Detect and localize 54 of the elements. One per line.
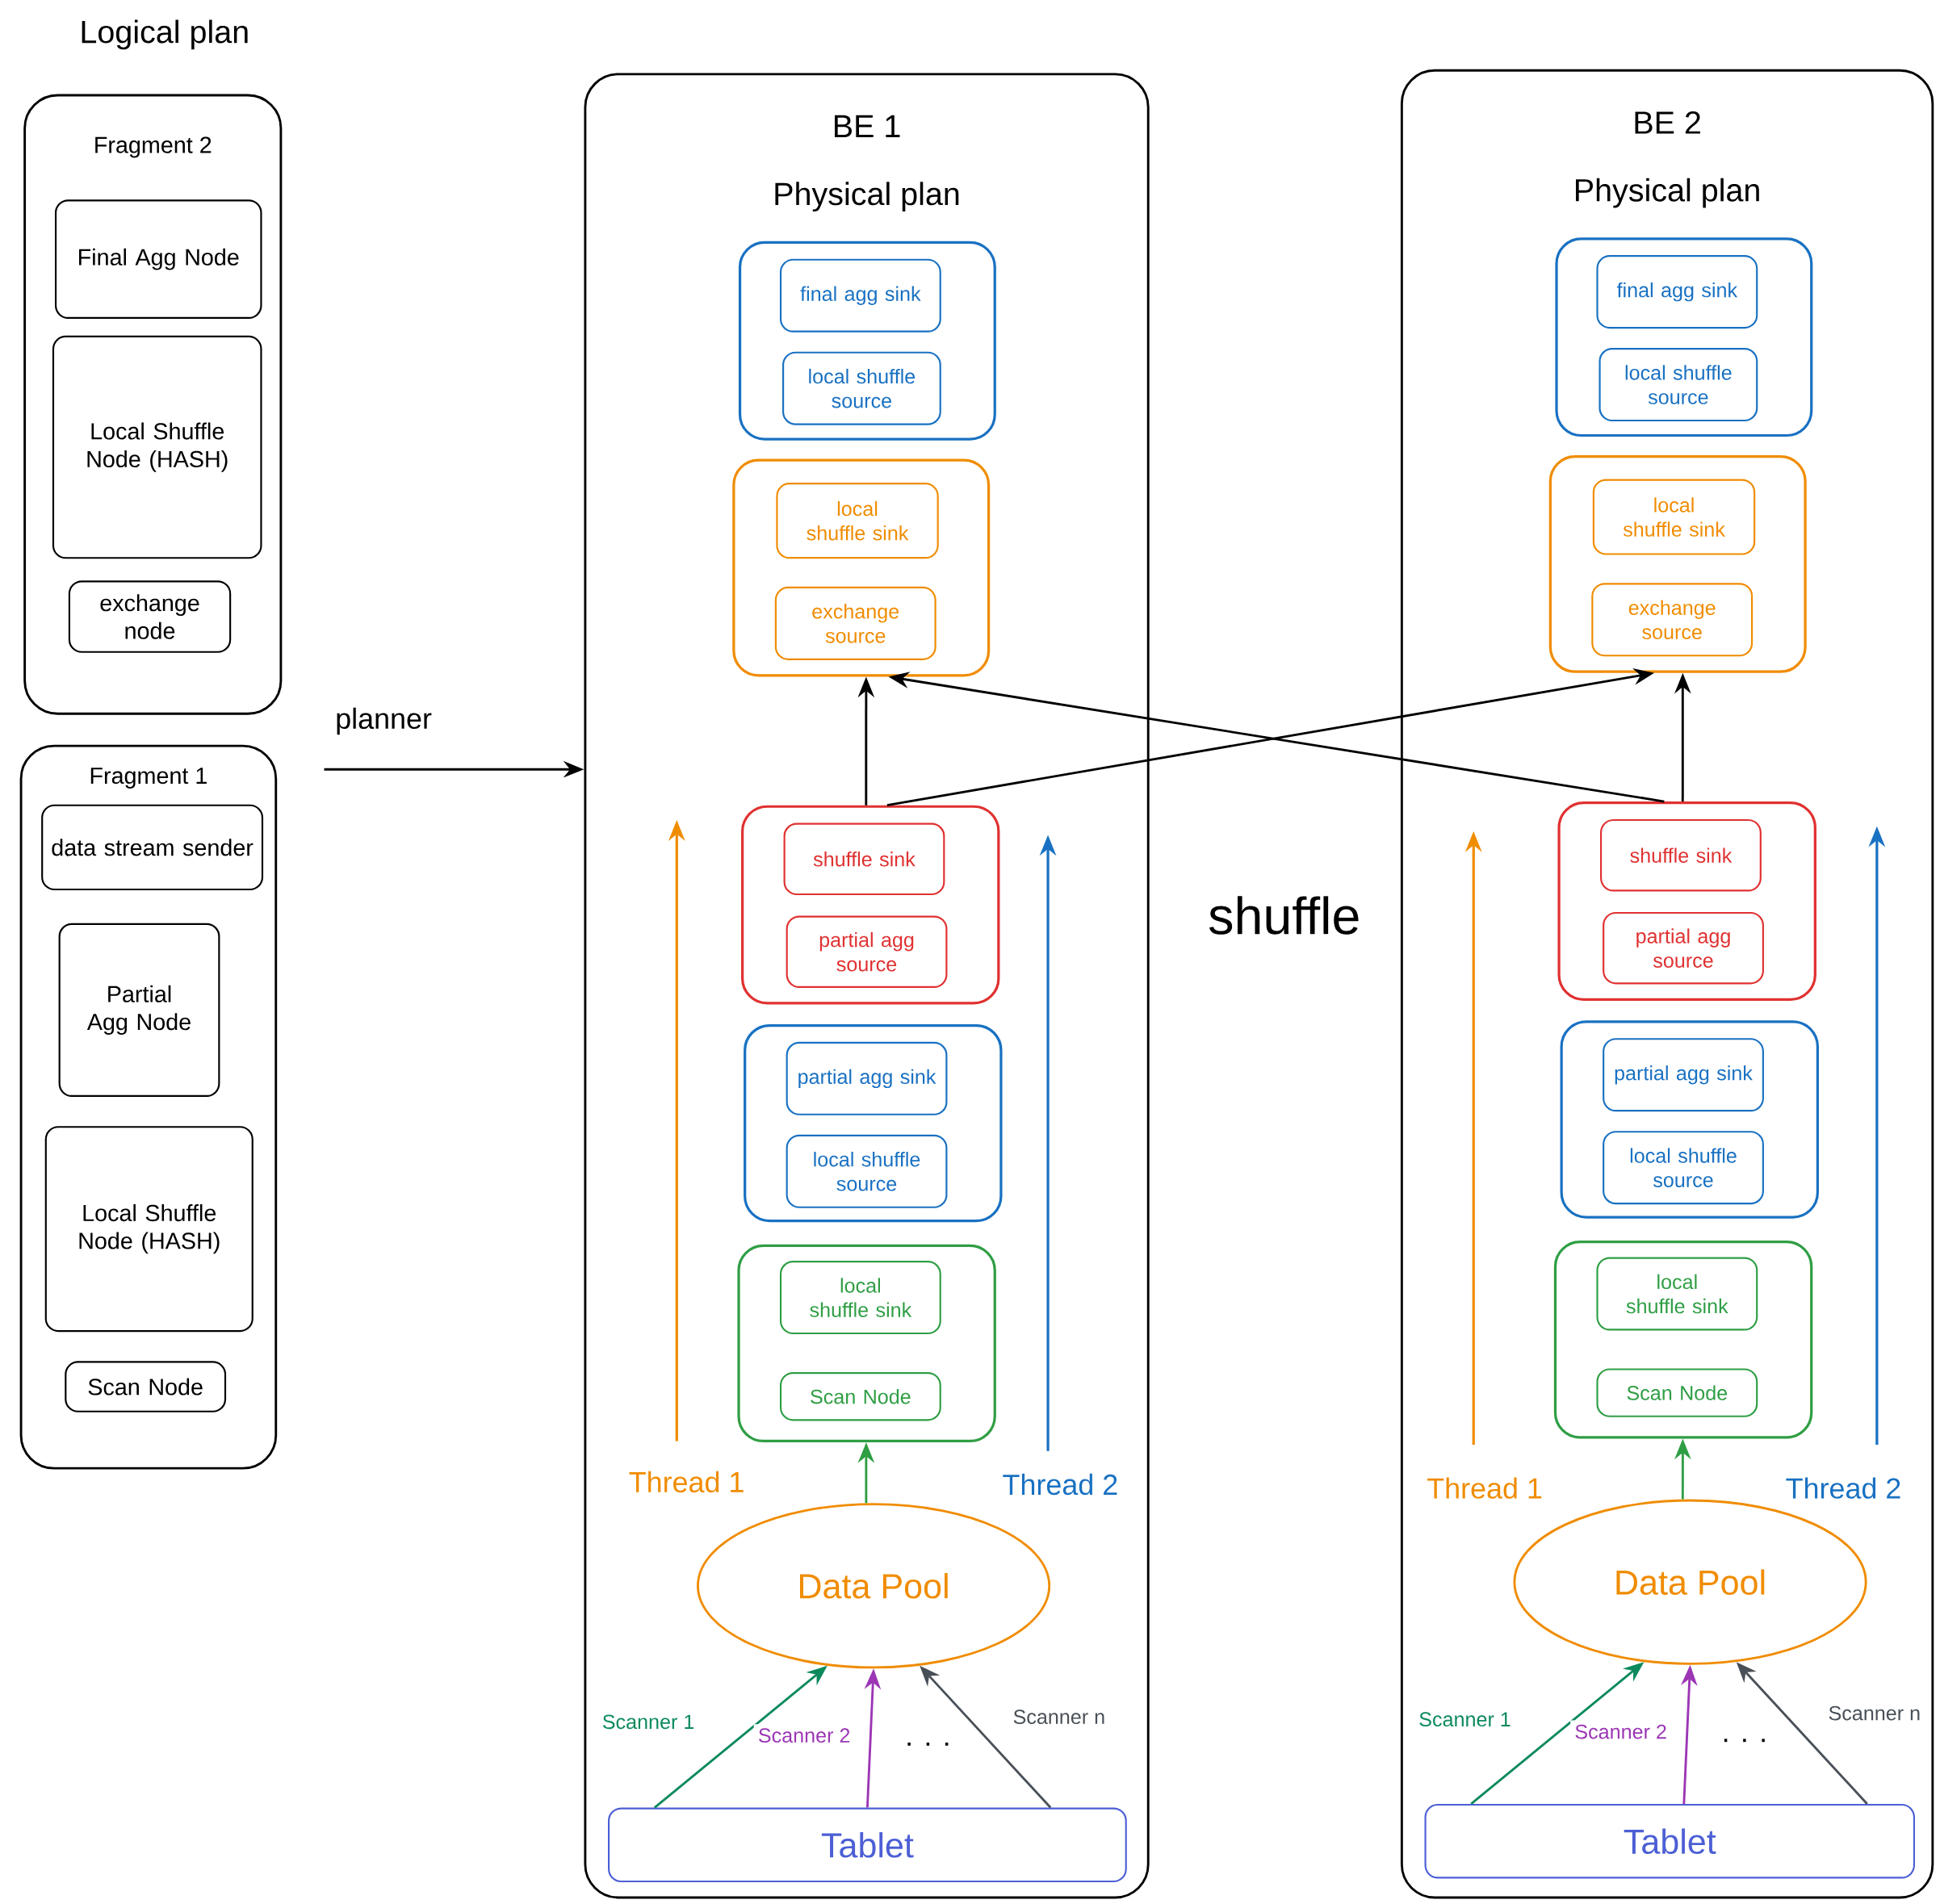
pipeline-box [738, 241, 996, 441]
pipeline-box [1557, 801, 1816, 1002]
tablet-box: Tablet [1424, 1804, 1915, 1879]
pipeline-box [1555, 237, 1813, 437]
pipeline-box [1548, 455, 1807, 674]
plan-node-box: Partial Agg Node [58, 923, 220, 1098]
operator-box: shuffle sink [783, 822, 945, 896]
heading: Logical plan [82, 19, 248, 50]
operator-box: local shuffle source [1603, 1131, 1764, 1205]
pipeline-box [1560, 1020, 1819, 1219]
tablet-box: Tablet [608, 1807, 1127, 1883]
operator-box: final agg sink [779, 258, 941, 333]
edge-label: Scanner 2 [753, 1724, 855, 1747]
thread-label: Thread 1 [1427, 1477, 1542, 1500]
edge-label: Scanner 1 [597, 1710, 699, 1734]
operator-box: exchange source [774, 587, 936, 661]
pipeline-box [732, 458, 991, 677]
ellipsis: . . . [907, 1743, 949, 1746]
operator-box: local shuffle source [786, 1134, 948, 1208]
pipeline-box [737, 1244, 996, 1443]
operator-box: partial agg sink [1603, 1038, 1764, 1112]
plan-node-box: Final Agg Node [54, 199, 262, 320]
operator-box: local shuffle sink [776, 483, 939, 559]
operator-box: partial agg sink [786, 1042, 948, 1116]
section-label: shuffle [1209, 896, 1359, 935]
pipeline-box [1553, 1241, 1813, 1439]
operator-box: shuffle sink [1600, 819, 1762, 892]
thread-label: Thread 1 [629, 1471, 744, 1493]
edge-label: Scanner 1 [1414, 1708, 1515, 1731]
operator-box: exchange source [1591, 583, 1754, 657]
thread-label: Thread 2 [1786, 1477, 1900, 1500]
operator-box: local shuffle sink [779, 1261, 941, 1335]
pipeline-box [741, 805, 1000, 1005]
operator-box: partial agg source [786, 915, 948, 989]
plan-node-box: Scan Node [65, 1361, 227, 1412]
edge-label: Scanner 2 [1570, 1720, 1672, 1743]
operator-box: local shuffle source [782, 351, 941, 425]
operator-box: local shuffle sink [1596, 1257, 1758, 1331]
edge-label: Scanner n [1824, 1701, 1925, 1725]
edge-label: Scanner n [1008, 1705, 1110, 1729]
pipeline-box [744, 1024, 1003, 1223]
ellipsis: . . . [1724, 1739, 1765, 1743]
operator-box: final agg sink [1596, 255, 1758, 329]
operator-box: Scan Node [779, 1372, 941, 1421]
operator-box: partial agg source [1603, 912, 1764, 985]
plan-node-box: Local Shuffle Node (HASH) [52, 336, 262, 559]
plan-node-box: exchange node [68, 580, 232, 653]
thread-label: Thread 2 [1003, 1474, 1117, 1496]
operator-box: Scan Node [1596, 1368, 1758, 1417]
operator-box: local shuffle source [1599, 348, 1758, 422]
plan-node-box: Local Shuffle Node (HASH) [44, 1126, 253, 1333]
edge-label: planner [331, 703, 437, 739]
operator-box: local shuffle sink [1592, 479, 1756, 555]
plan-node-box: data stream sender [41, 804, 264, 891]
